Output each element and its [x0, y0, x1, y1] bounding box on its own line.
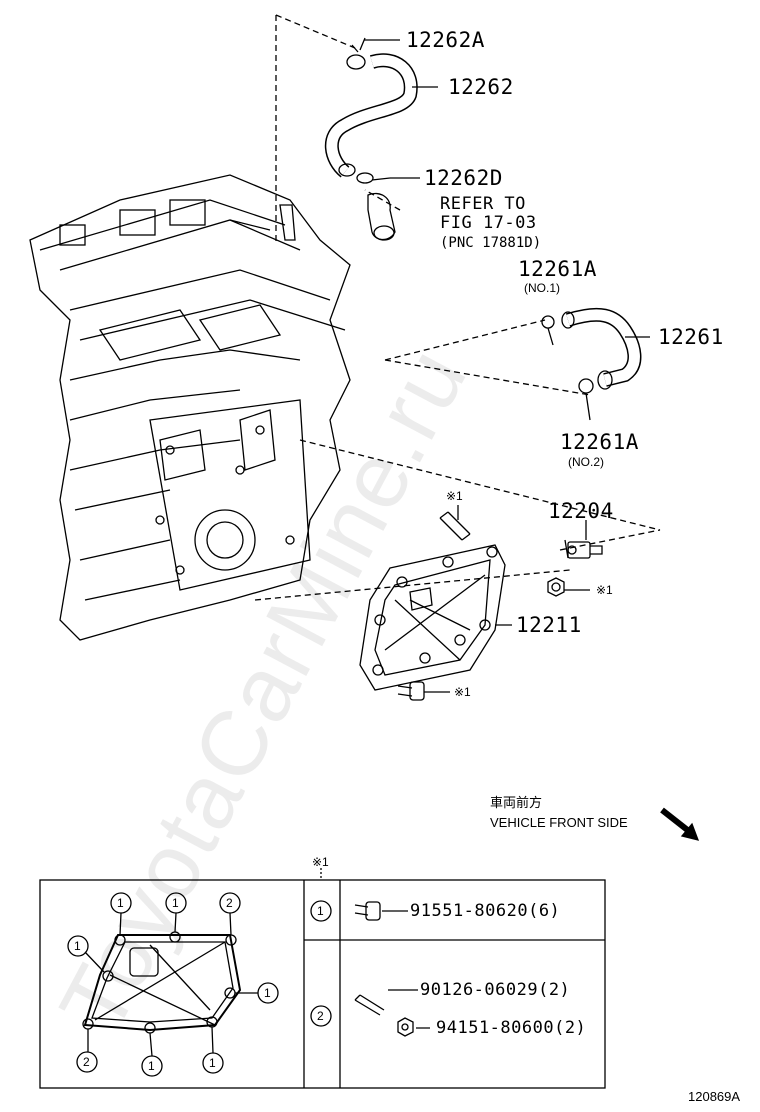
gasket-mark: 1 [117, 896, 124, 910]
gasket-mark: 2 [226, 896, 233, 910]
nut [547, 577, 565, 597]
label-12261A-no2: 12261A [560, 430, 639, 454]
gasket-mark: 1 [148, 1059, 155, 1073]
gasket-mark: 2 [83, 1055, 90, 1069]
cover-12211 [359, 544, 506, 691]
gasket-mark: 1 [74, 939, 81, 953]
legend-row-2-part-1: 90126-06029(2) [420, 980, 571, 1000]
legend-icons [310, 868, 430, 1037]
stud-bolt [439, 511, 471, 541]
legend-header: ※1 [312, 855, 329, 869]
mark-bolt: ※1 [454, 685, 471, 699]
bolt [397, 681, 425, 701]
clip-12262D [356, 172, 396, 241]
figure-id: 120869A [688, 1089, 741, 1104]
refer-line-2: FIG 17-03 [440, 213, 537, 233]
mark-nut: ※1 [596, 583, 613, 597]
label-no2: (NO.2) [568, 455, 604, 469]
refer-line-3: (PNC 17881D) [440, 235, 542, 251]
legend-row-1-part: 91551-80620(6) [410, 901, 561, 921]
leader-lines [364, 39, 650, 693]
dashed-guides [254, 14, 661, 601]
hose-12262 [324, 37, 418, 178]
legend-row-2-part-2: 94151-80600(2) [436, 1018, 587, 1038]
front-arrow-icon [660, 807, 700, 841]
legend-row-2-num: 2 [317, 1009, 324, 1023]
label-12211: 12211 [516, 613, 582, 637]
label-12261A-no1: 12261A [518, 257, 597, 281]
part-12204 [564, 539, 603, 559]
label-12261: 12261 [658, 325, 724, 349]
front-side-en: VEHICLE FRONT SIDE [490, 815, 628, 830]
engine-block [29, 174, 351, 641]
label-12262D: 12262D [424, 166, 503, 190]
label-12262: 12262 [448, 75, 514, 99]
refer-line-1: REFER TO [440, 194, 526, 214]
mark-stud: ※1 [446, 489, 463, 503]
gasket-mark: 1 [264, 986, 271, 1000]
hose-12261 [541, 307, 642, 421]
gasket-mark: 1 [209, 1056, 216, 1070]
legend-table [39, 879, 606, 1089]
label-no1: (NO.1) [524, 281, 560, 295]
gasket-mark: 1 [172, 896, 179, 910]
label-12204: 12204 [548, 499, 614, 523]
label-12262A: 12262A [406, 28, 485, 52]
legend-row-1-num: 1 [317, 904, 324, 918]
gasket-diagram [67, 892, 279, 1077]
front-side-jp: 車両前方 [490, 795, 543, 810]
